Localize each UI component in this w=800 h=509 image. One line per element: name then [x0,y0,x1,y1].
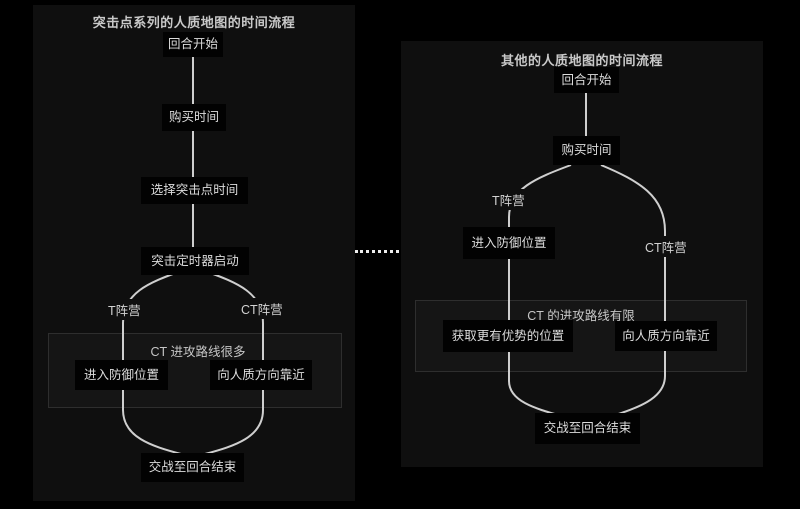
node-approach-hostage: 向人质方向靠近 [210,360,312,390]
label-ct-side: CT阵营 [642,236,690,257]
right-chart-title: 其他的人质地图的时间流程 [500,53,663,68]
label-t-side: T阵营 [105,299,144,320]
edge-t-branch [508,164,572,418]
node-buy-time: 购买时间 [553,136,620,165]
node-better-position: 获取更有优势的位置 [443,320,573,352]
dotted-connector [355,250,399,253]
node-buy-time: 购买时间 [162,104,226,131]
node-assault-timer-start: 突击定时器启动 [141,247,249,275]
node-round-start: 回合开始 [163,32,223,57]
right-flowchart-edges [508,83,666,418]
left-flowchart-panel: 突击点系列的人质地图的时间流程 回合开始 购买时间 选择突击点时间 突击定时器启… [33,5,355,501]
node-enter-defense: 进入防御位置 [75,360,168,390]
node-choose-assault-point-time: 选择突击点时间 [141,177,248,204]
node-fight-to-round-end: 交战至回合结束 [535,413,640,444]
right-flowchart-panel: 其他的人质地图的时间流程 回合开始 购买时间 T阵营 进入防御位置 CT阵营 C… [401,41,763,467]
left-chart-title: 突击点系列的人质地图的时间流程 [92,15,296,30]
node-approach-hostage: 向人质方向靠近 [615,321,717,351]
node-fight-to-round-end: 交战至回合结束 [141,453,244,482]
node-round-start: 回合开始 [554,67,619,93]
node-enter-defense: 进入防御位置 [463,227,555,259]
label-ct-limited-routes: CT 的进攻路线有限 [527,308,635,323]
edge-ct-branch [600,164,666,418]
label-ct-many-routes: CT 进攻路线很多 [150,344,246,359]
label-ct-side: CT阵营 [238,298,286,319]
label-t-side: T阵营 [489,189,528,210]
